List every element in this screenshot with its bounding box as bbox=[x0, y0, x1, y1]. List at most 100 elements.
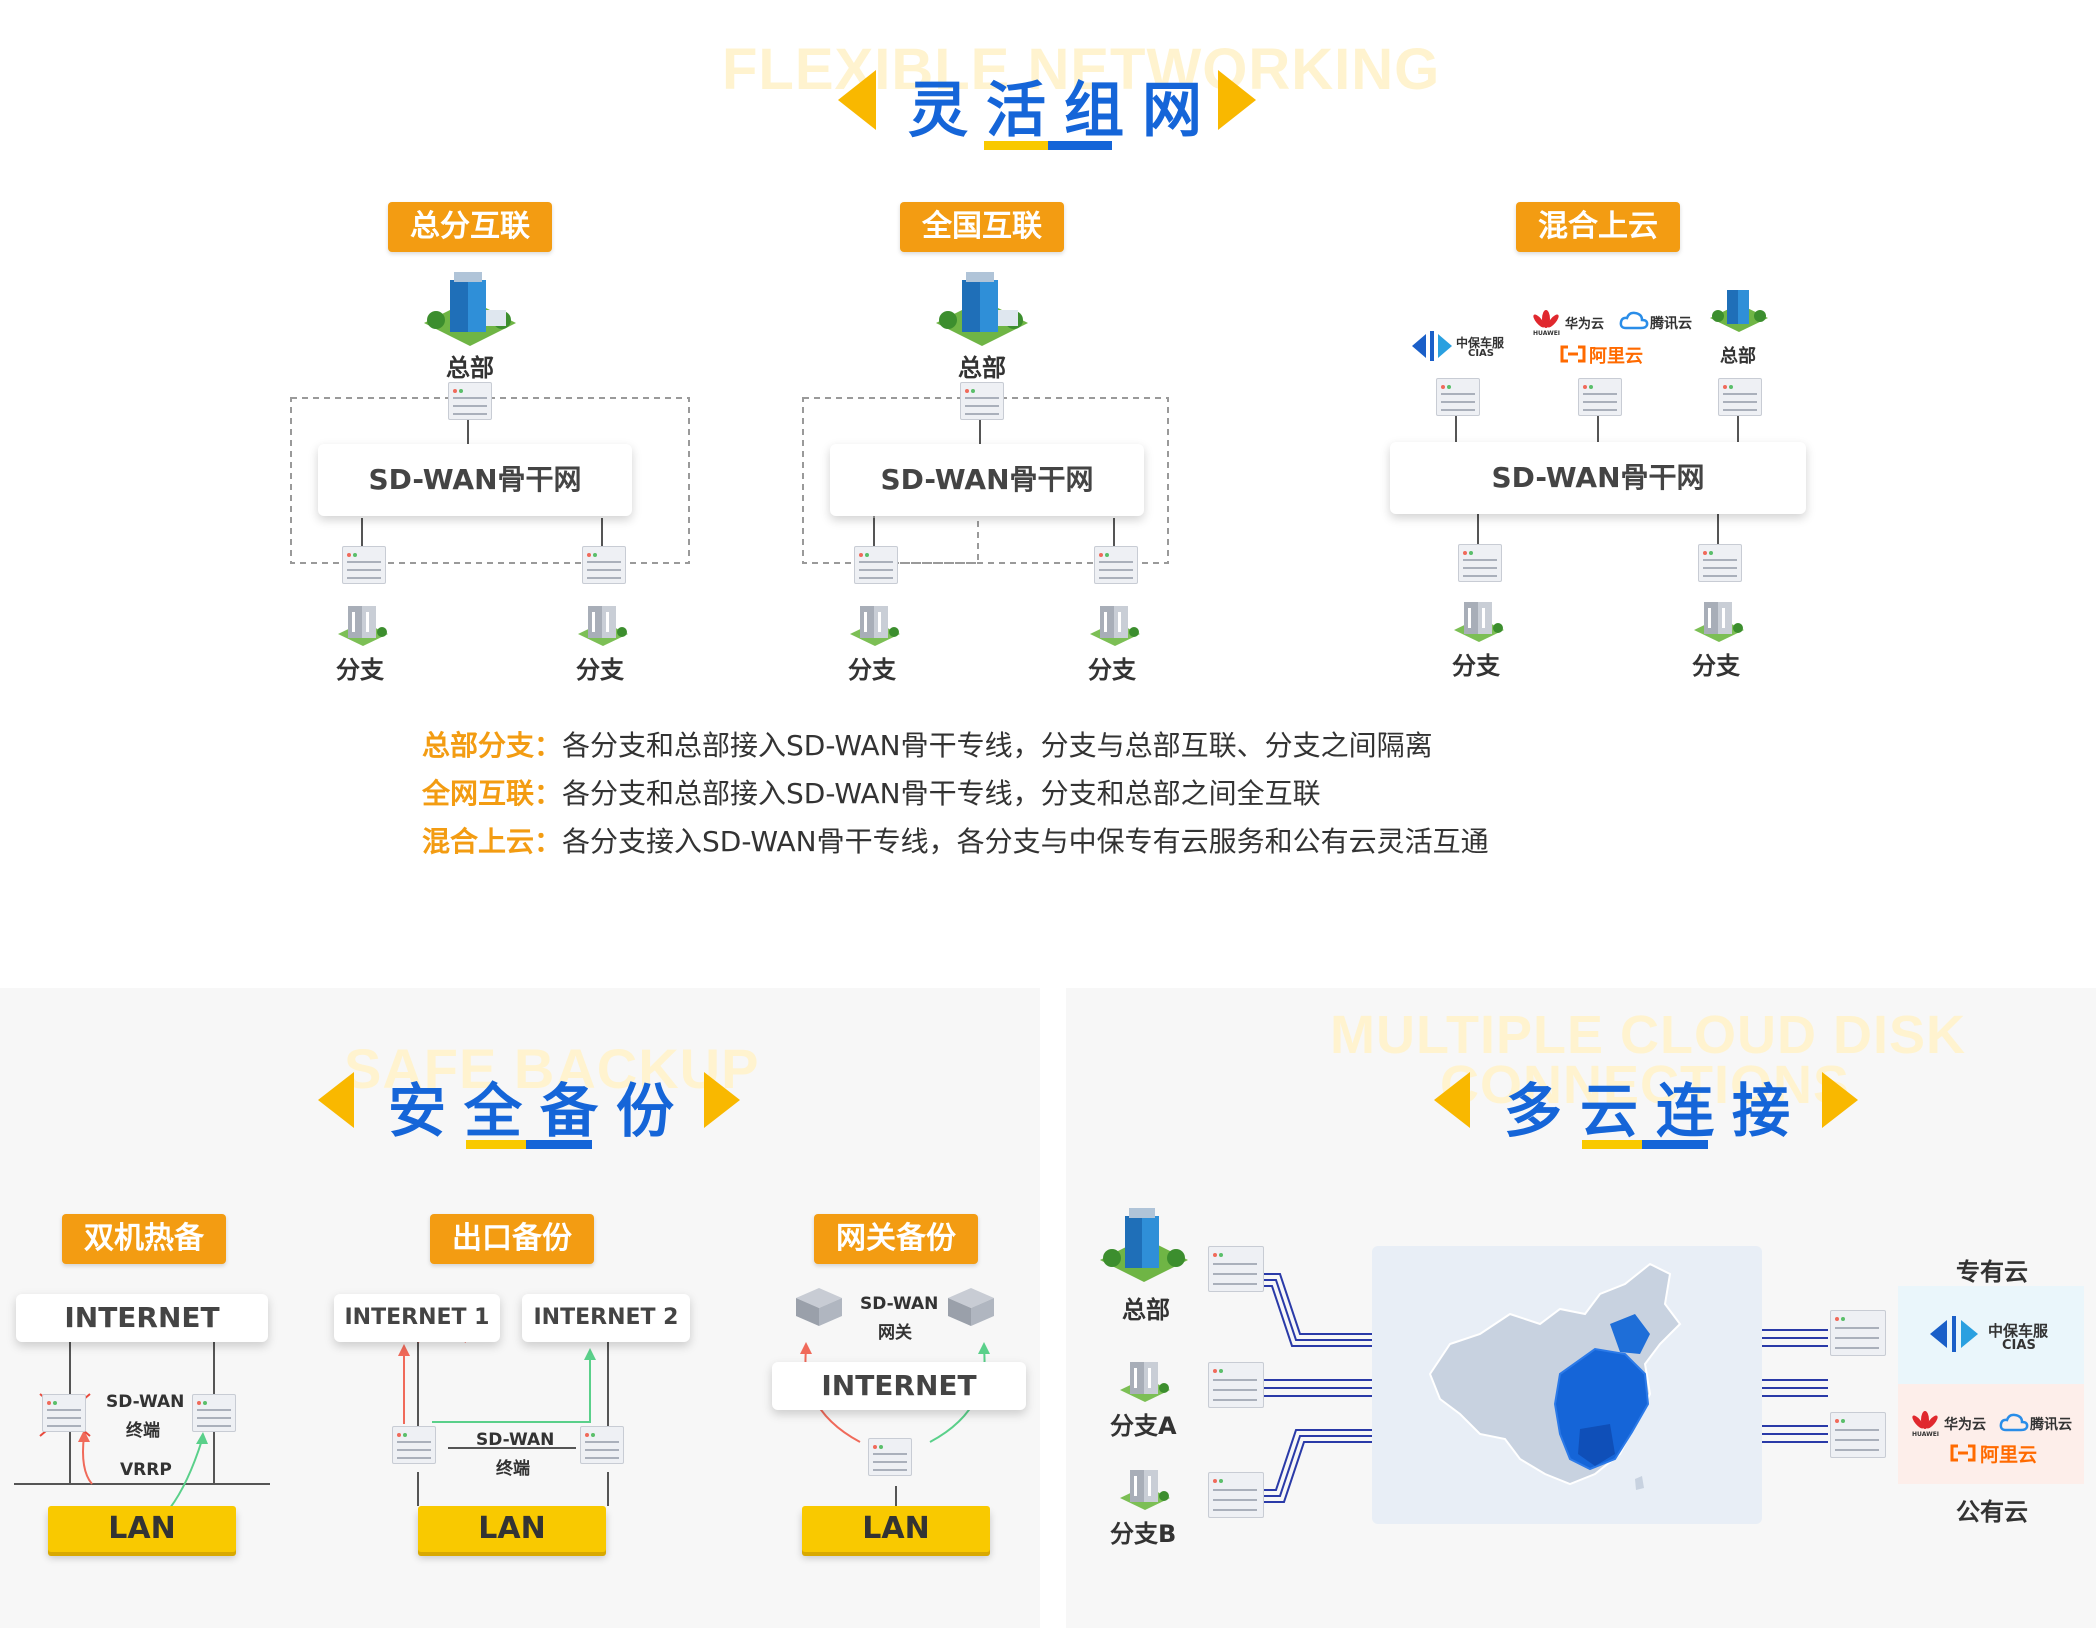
branch-label: 分支 bbox=[336, 656, 384, 684]
router-icon bbox=[854, 546, 898, 584]
title-underline-yellow bbox=[984, 141, 1048, 150]
branch-building-icon bbox=[1120, 1362, 1170, 1402]
cias-logo-en: CIAS bbox=[1468, 348, 1495, 359]
private-cloud-label: 专有云 bbox=[1956, 1258, 2028, 1286]
hq-building-icon bbox=[1100, 1208, 1188, 1282]
huawei-logo-icon bbox=[1912, 1411, 1938, 1429]
huawei-logo-en: HUAWEI bbox=[1912, 1431, 1940, 1438]
branch-building-icon bbox=[338, 606, 388, 646]
left-chevron-icon bbox=[838, 70, 876, 130]
branch-b-label: 分支B bbox=[1110, 1520, 1177, 1548]
branch-label: 分支 bbox=[1692, 652, 1740, 680]
branch-label: 分支 bbox=[576, 656, 624, 684]
cias-logo-icon bbox=[1930, 1316, 1978, 1352]
section3-title: 多云连接 bbox=[1504, 1077, 1809, 1145]
branch-building-icon bbox=[850, 606, 900, 646]
left-chevron-icon bbox=[318, 1072, 354, 1128]
cias-logo-en: CIAS bbox=[2002, 1338, 2036, 1353]
description-line-3: 混合上云：各分支接入SD-WAN骨干专线，各分支与中保专有云服务和公有云灵活互通 bbox=[422, 825, 1489, 858]
tag-exit-backup: 出口备份 bbox=[430, 1214, 594, 1264]
lan-box: LAN bbox=[802, 1506, 990, 1552]
public-cloud-label: 公有云 bbox=[1956, 1498, 2028, 1526]
terminal-label: 终端 bbox=[126, 1421, 160, 1441]
hq-building-icon bbox=[424, 272, 516, 346]
title-underline-blue bbox=[526, 1140, 592, 1149]
aliyun-logo-icon bbox=[1560, 345, 1586, 363]
section1-title: 灵活组网 bbox=[908, 76, 1220, 146]
sdwan-backbone-box: SD-WAN骨干网 bbox=[318, 444, 632, 516]
router-icon bbox=[1436, 378, 1480, 416]
section3-ghost-line2: CONNECTIONS bbox=[1440, 1055, 1851, 1115]
sdwan-label: SD-WAN bbox=[106, 1392, 185, 1412]
tencent-cloud-label: 腾讯云 bbox=[2030, 1417, 2072, 1433]
router-icon bbox=[1208, 1362, 1264, 1408]
router-icon bbox=[1578, 378, 1622, 416]
tag-gateway-backup: 网关备份 bbox=[814, 1214, 978, 1264]
router-icon bbox=[1718, 378, 1762, 416]
router-icon bbox=[448, 382, 492, 420]
internet2-box: INTERNET 2 bbox=[522, 1294, 690, 1342]
hq-label: 总部 bbox=[1122, 1296, 1170, 1324]
router-icon bbox=[192, 1394, 236, 1432]
internet-box: INTERNET bbox=[16, 1294, 268, 1342]
aliyun-label: 阿里云 bbox=[1589, 346, 1643, 367]
gateway-router-icon bbox=[948, 1288, 994, 1326]
cias-logo-icon bbox=[1412, 331, 1452, 361]
tencent-cloud-label: 腾讯云 bbox=[1650, 316, 1692, 332]
tag-nationwide: 全国互联 bbox=[900, 202, 1064, 252]
lan-box: LAN bbox=[418, 1506, 606, 1552]
huawei-cloud-label: 华为云 bbox=[1565, 317, 1605, 332]
huawei-cloud-label: 华为云 bbox=[1944, 1417, 1986, 1433]
router-icon bbox=[342, 546, 386, 584]
router-icon bbox=[1094, 546, 1138, 584]
router-icon bbox=[580, 1426, 624, 1464]
router-icon bbox=[1830, 1412, 1886, 1458]
private-cloud-box bbox=[1898, 1286, 2084, 1384]
section2-title: 安全备份 bbox=[388, 1077, 693, 1145]
router-icon bbox=[868, 1438, 912, 1476]
branch-label: 分支 bbox=[848, 656, 896, 684]
router-icon bbox=[960, 382, 1004, 420]
branch-building-icon bbox=[1090, 606, 1140, 646]
aliyun-label: 阿里云 bbox=[1980, 1444, 2038, 1466]
branch-a-label: 分支A bbox=[1110, 1412, 1177, 1440]
public-cloud-box bbox=[1898, 1384, 2084, 1484]
router-icon bbox=[582, 546, 626, 584]
router-icon bbox=[1830, 1310, 1886, 1356]
sdwan-label: SD-WAN bbox=[860, 1294, 939, 1314]
router-icon bbox=[1208, 1472, 1264, 1518]
title-underline-blue bbox=[1048, 141, 1112, 150]
cias-logo-text: 中保车服 bbox=[1988, 1322, 2049, 1340]
aliyun-logo-icon bbox=[1950, 1444, 1976, 1462]
internet-box: INTERNET bbox=[772, 1362, 1026, 1410]
lan-box: LAN bbox=[48, 1506, 236, 1552]
hq-label: 总部 bbox=[1720, 346, 1756, 367]
tag-hybrid-cloud: 混合上云 bbox=[1516, 202, 1680, 252]
hq-building-icon bbox=[936, 272, 1028, 346]
tag-hq-branch: 总分互联 bbox=[388, 202, 552, 252]
vrrp-label: VRRP bbox=[120, 1460, 172, 1480]
branch-label: 分支 bbox=[1452, 652, 1500, 680]
section3-ghost-line1: MULTIPLE CLOUD DISK bbox=[1330, 1005, 1966, 1065]
china-map-icon bbox=[1428, 1262, 1682, 1490]
hq-label: 总部 bbox=[958, 354, 1006, 382]
right-chevron-icon bbox=[1218, 70, 1256, 130]
branch-building-icon bbox=[1454, 602, 1504, 642]
gateway-router-icon bbox=[796, 1288, 842, 1326]
right-chevron-icon bbox=[704, 1072, 740, 1128]
right-chevron-icon bbox=[1822, 1072, 1858, 1128]
description-line-2: 全网互联：各分支和总部接入SD-WAN骨干专线，分支和总部之间全互联 bbox=[422, 777, 1321, 810]
cias-logo-text: 中保车服 bbox=[1456, 336, 1505, 350]
title-underline-yellow bbox=[466, 1140, 526, 1149]
terminal-label: 终端 bbox=[496, 1459, 530, 1479]
tag-dual-hot-standby: 双机热备 bbox=[62, 1214, 226, 1264]
router-icon bbox=[1208, 1246, 1264, 1292]
sdwan-label: SD-WAN bbox=[476, 1430, 555, 1450]
tencent-cloud-icon bbox=[1999, 1413, 2029, 1432]
hq-label: 总部 bbox=[446, 354, 494, 382]
sdwan-backbone-box: SD-WAN骨干网 bbox=[1390, 442, 1806, 514]
branch-building-icon bbox=[578, 606, 628, 646]
router-icon bbox=[1458, 544, 1502, 582]
router-icon bbox=[42, 1394, 86, 1432]
